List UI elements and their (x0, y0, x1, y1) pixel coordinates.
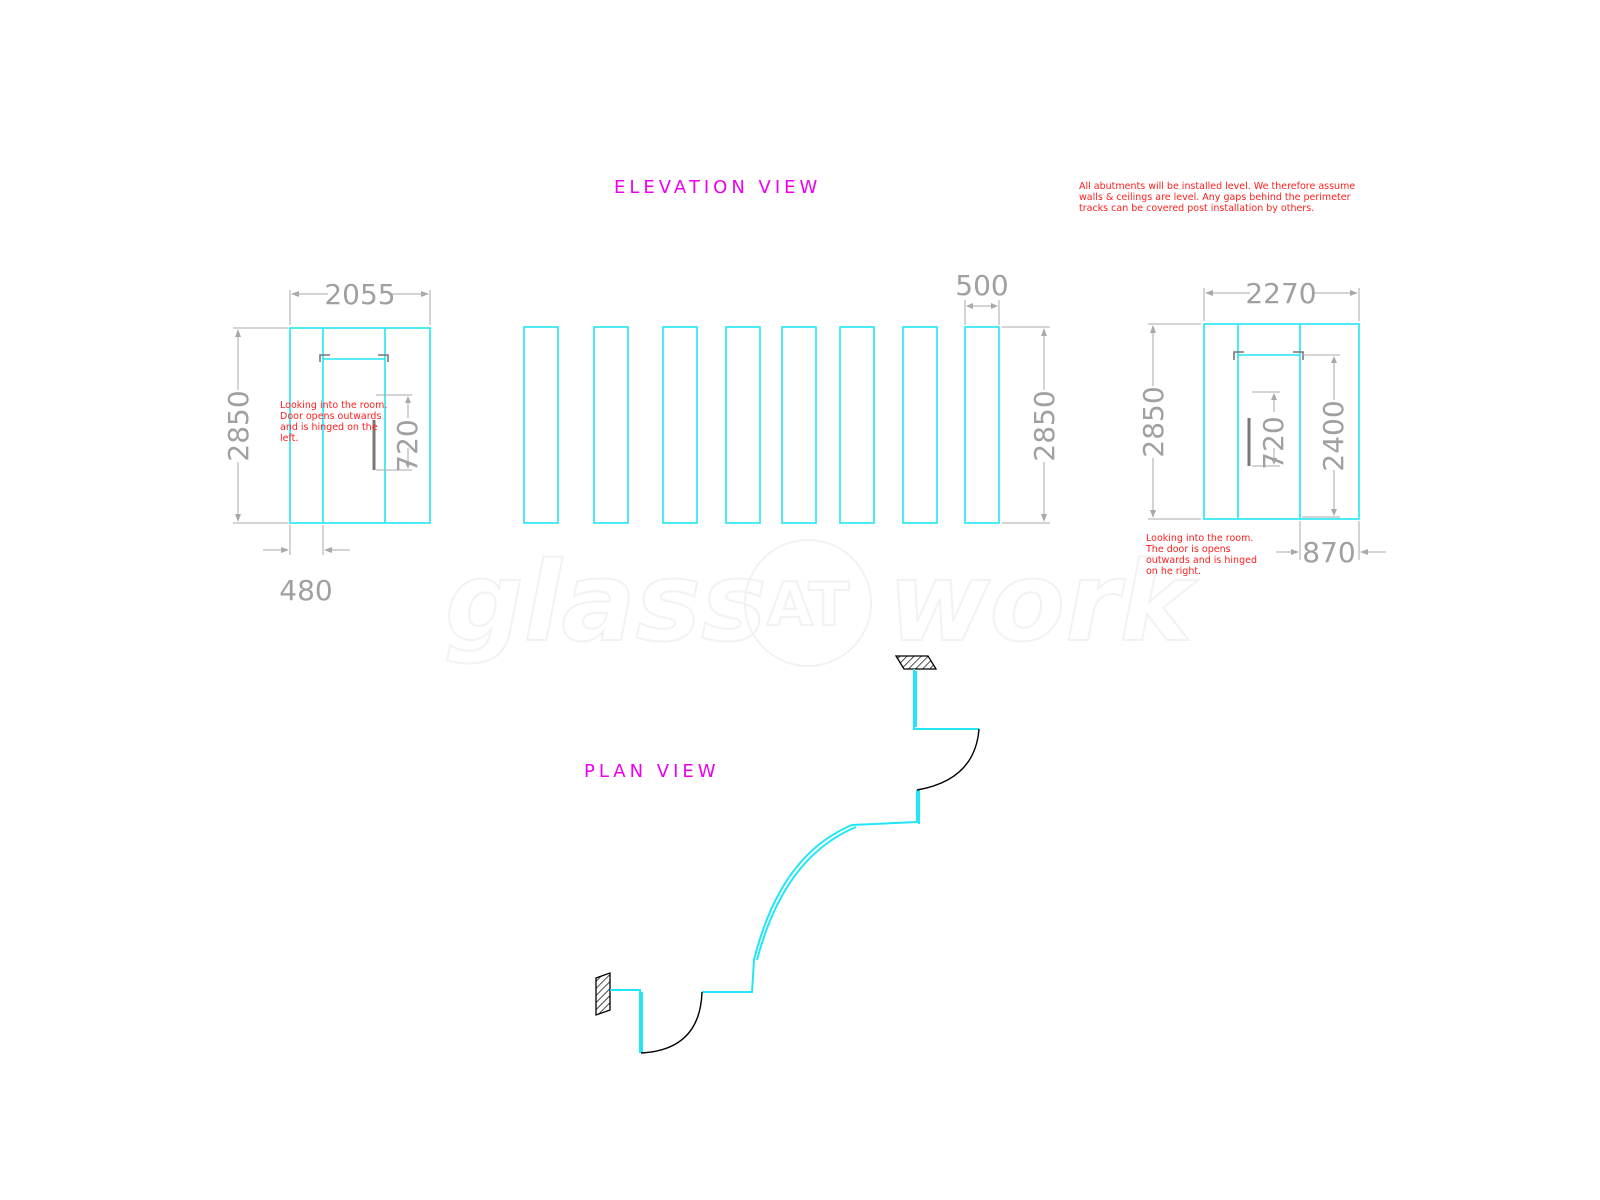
middle-elevation: 500 2850 (523, 269, 1061, 524)
door-swing-bottom (640, 991, 703, 1054)
left-hinge-bracket (319, 354, 330, 362)
glass-panel (839, 326, 875, 524)
left-width-dimension: 2055 (324, 278, 395, 311)
left-frame (289, 327, 431, 524)
glass-panel (662, 326, 698, 524)
glass-panel (593, 326, 629, 524)
panel-width-dimension: 500 (955, 269, 1008, 302)
right-height-dimension: 2850 (1137, 386, 1170, 457)
watermark-center: AT (767, 570, 850, 640)
wall-block-top (894, 655, 938, 670)
plan-glass-curved-run (702, 790, 918, 993)
glass-panel (725, 326, 761, 524)
watermark-circle (744, 539, 872, 667)
plan-view-title: PLAN VIEW (584, 761, 720, 782)
door-swing-top (916, 728, 980, 791)
elevation-view-title: ELEVATION VIEW (614, 177, 821, 198)
right-hinge-bracket (1233, 351, 1244, 360)
watermark-right: work (888, 538, 1198, 666)
watermark-left: glass (445, 538, 767, 666)
right-frame (1203, 323, 1360, 520)
plan-glass-top (913, 669, 979, 730)
middle-height-dimension: 2850 (1028, 390, 1061, 461)
right-door-note: Looking into the room. The door is opens… (1145, 533, 1260, 577)
right-elevation: 2270 2850 720 2400 870 Looki (1137, 277, 1386, 577)
plan-view (595, 655, 980, 1054)
left-offset-dimension: 480 (279, 574, 332, 607)
left-elevation: 2055 2850 720 480 Looking into the room.… (222, 278, 431, 607)
glass-panel (523, 326, 559, 524)
plan-glass-bottom (610, 989, 641, 1053)
glass-panel (902, 326, 938, 524)
glass-panel (964, 326, 1000, 524)
right-hinge-bracket-2 (1293, 351, 1304, 360)
left-hinge-bracket-2 (378, 354, 389, 362)
left-height-dimension: 2850 (222, 390, 255, 461)
watermark: glass AT work (444, 537, 1199, 667)
right-handle-dimension: 720 (1257, 416, 1290, 469)
left-door-note: Looking into the room. Door opens outwar… (280, 400, 390, 444)
right-width-dimension: 2270 (1245, 277, 1316, 310)
glass-panel (781, 326, 817, 524)
abutments-note: All abutments will be installed level. W… (1079, 181, 1358, 214)
right-door-height-dimension: 2400 (1317, 400, 1350, 471)
wall-block-left (595, 972, 611, 1016)
right-offset-dimension: 870 (1302, 536, 1355, 569)
left-handle-dimension: 720 (391, 419, 424, 472)
